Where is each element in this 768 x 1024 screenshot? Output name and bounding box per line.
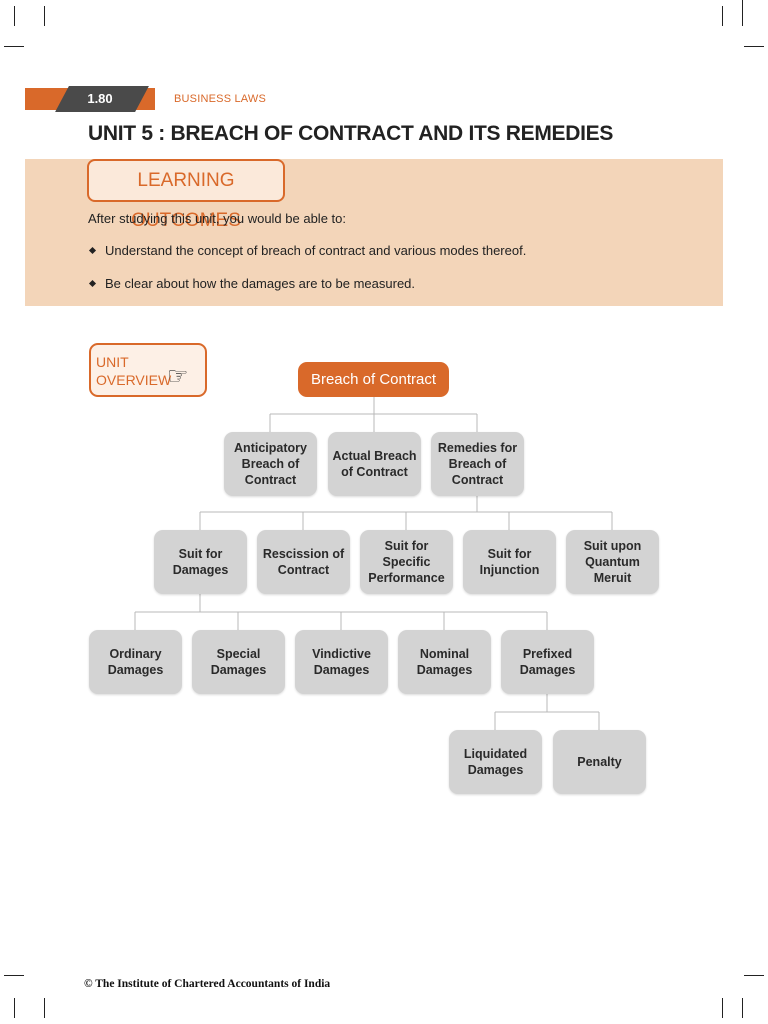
page-number: 1.80 bbox=[87, 91, 113, 106]
crop-mark bbox=[14, 998, 15, 1018]
learning-outcome-item: Understand the concept of breach of cont… bbox=[88, 243, 526, 258]
learning-outcomes-intro: After studying this unit, you would be a… bbox=[88, 211, 346, 226]
node-penalty: Penalty bbox=[553, 730, 646, 794]
node-actual-breach: Actual Breach of Contract bbox=[328, 432, 421, 496]
crop-mark bbox=[14, 6, 15, 26]
node-special-damages: Special Damages bbox=[192, 630, 285, 694]
pointing-hand-icon: ☞ bbox=[167, 363, 189, 390]
node-ordinary-damages: Ordinary Damages bbox=[89, 630, 182, 694]
crop-mark bbox=[722, 6, 723, 26]
crop-mark bbox=[742, 998, 743, 1018]
unit-title: UNIT 5 : BREACH OF CONTRACT AND ITS REME… bbox=[88, 122, 614, 145]
crop-mark bbox=[44, 998, 45, 1018]
node-vindictive-damages: Vindictive Damages bbox=[295, 630, 388, 694]
node-injunction: Suit for Injunction bbox=[463, 530, 556, 594]
learning-outcomes-label: LEARNING OUTCOMES bbox=[131, 170, 241, 231]
book-title: BUSINESS LAWS bbox=[174, 93, 267, 105]
unit-overview-line2: OVERVIEW bbox=[96, 372, 172, 388]
footer-copyright: © The Institute of Chartered Accountants… bbox=[84, 978, 331, 990]
node-quantum-meruit: Suit upon Quantum Meruit bbox=[566, 530, 659, 594]
crop-mark bbox=[742, 0, 743, 26]
node-rescission: Rescission of Contract bbox=[257, 530, 350, 594]
node-nominal-damages: Nominal Damages bbox=[398, 630, 491, 694]
node-breach-of-contract: Breach of Contract bbox=[298, 362, 449, 397]
node-prefixed-damages: Prefixed Damages bbox=[501, 630, 594, 694]
node-specific-performance: Suit for Specific Performance bbox=[360, 530, 453, 594]
learning-outcomes-badge: LEARNING OUTCOMES bbox=[87, 159, 285, 231]
learning-outcome-text: Understand the concept of breach of cont… bbox=[105, 243, 527, 258]
node-anticipatory-breach: Anticipatory Breach of Contract bbox=[224, 432, 317, 496]
learning-outcome-text: Be clear about how the damages are to be… bbox=[105, 276, 416, 291]
crop-mark bbox=[44, 6, 45, 26]
crop-mark bbox=[744, 975, 764, 976]
node-remedies: Remedies for Breach of Contract bbox=[431, 432, 524, 496]
learning-outcome-item: Be clear about how the damages are to be… bbox=[88, 276, 415, 291]
crop-mark bbox=[744, 46, 764, 47]
node-liquidated-damages: Liquidated Damages bbox=[449, 730, 542, 794]
crop-mark bbox=[4, 975, 24, 976]
crop-mark bbox=[4, 46, 24, 47]
node-suit-for-damages: Suit for Damages bbox=[154, 530, 247, 594]
crop-mark bbox=[722, 998, 723, 1018]
unit-overview-label: UNIT OVERVIEW bbox=[96, 353, 171, 389]
unit-overview-badge: UNIT OVERVIEW ☞ bbox=[89, 343, 207, 397]
unit-overview-line1: UNIT bbox=[96, 354, 129, 370]
